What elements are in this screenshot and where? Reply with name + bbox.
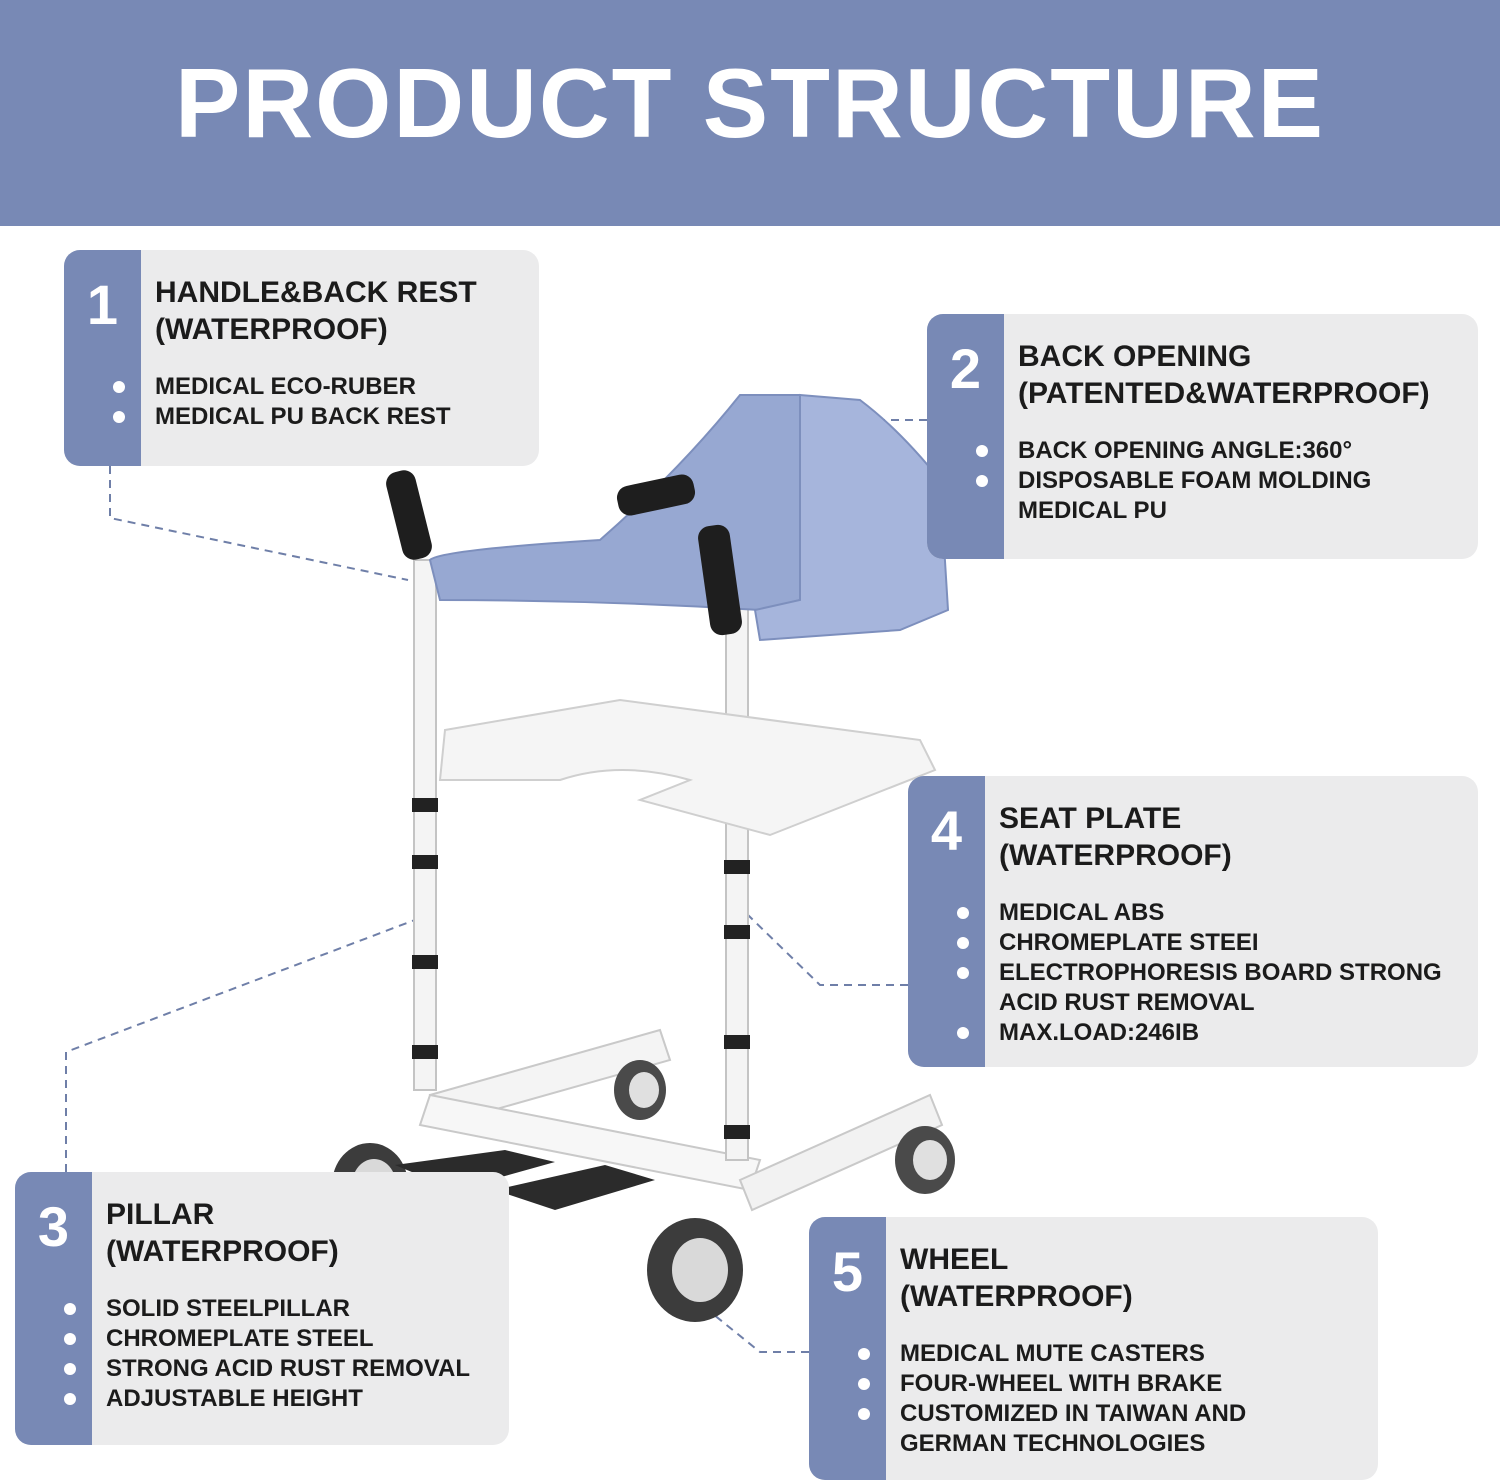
list-item-text: ADJUSTABLE HEIGHT [106,1385,363,1412]
list-item-text: MEDICAL MUTE CASTERS [900,1340,1205,1367]
list-item-text: ELECTROPHORESIS BOARD STRONG [999,959,1442,986]
bullet-icon [64,1393,76,1405]
bullet-icon [64,1363,76,1375]
list-item-text: FOUR-WHEEL WITH BRAKE [900,1370,1223,1397]
bullet-icon [858,1378,870,1390]
card-number: 2 [927,314,1004,559]
list-item: CHROMEPLATE STEEL [56,1324,470,1354]
list-item-text: MEDICAL ABS [999,899,1165,926]
list-item-text: SOLID STEELPILLAR [106,1295,351,1322]
list-item: ELECTROPHORESIS BOARD STRONG [949,958,1442,988]
card-title-line: (WATERPROOF) [106,1235,339,1268]
list-item-text: MAX.LOAD:246IB [999,1019,1200,1046]
list-item-text: CHROMEPLATE STEEI [999,929,1259,956]
list-item-text: MEDICAL PU [1018,497,1167,524]
feature-list: MEDICAL MUTE CASTERS FOUR-WHEEL WITH BRA… [850,1339,1246,1459]
page-title: PRODUCT STRUCTURE [174,47,1326,158]
list-item: ADJUSTABLE HEIGHT [56,1384,470,1414]
list-item-text: MEDICAL ECO-RUBER [155,373,416,400]
list-item: CUSTOMIZED IN TAIWAN AND [850,1399,1246,1429]
card-title: PILLAR (WATERPROOF) [106,1196,470,1270]
card-title-line: BACK OPENING [1018,340,1252,373]
bullet-icon [976,475,988,487]
list-item-text: MEDICAL PU BACK REST [155,403,451,430]
pillars [412,539,750,1161]
card-title-line: (WATERPROOF) [155,313,388,346]
bullet-icon [858,1408,870,1420]
bullet-icon [957,967,969,979]
list-item: MEDICAL ABS [949,898,1442,928]
card-title-line: (WATERPROOF) [900,1280,1133,1313]
list-item: SOLID STEELPILLAR [56,1294,470,1324]
bullet-icon [976,445,988,457]
list-item-continuation: MEDICAL PU [968,496,1430,526]
list-item: STRONG ACID RUST REMOVAL [56,1354,470,1384]
list-item: MAX.LOAD:246IB [949,1018,1442,1048]
list-item-text: BACK OPENING ANGLE:360° [1018,437,1353,464]
bullet-icon [957,1027,969,1039]
list-item: DISPOSABLE FOAM MOLDING [968,466,1430,496]
card-title: HANDLE&BACK REST (WATERPROOF) [155,274,477,348]
feature-list: MEDICAL ECO-RUBER MEDICAL PU BACK REST [105,372,477,432]
list-item-continuation: ACID RUST REMOVAL [949,988,1442,1018]
header-banner: PRODUCT STRUCTURE [0,0,1500,226]
list-item-text: DISPOSABLE FOAM MOLDING [1018,467,1372,494]
list-item-text: CUSTOMIZED IN TAIWAN AND [900,1400,1247,1427]
card-title-line: HANDLE&BACK REST [155,276,477,309]
card-number: 3 [15,1172,92,1445]
list-item: CHROMEPLATE STEEI [949,928,1442,958]
bullet-icon [64,1303,76,1315]
card-title-line: SEAT PLATE [999,802,1182,835]
seat-plate [438,698,937,837]
card-title-line: WHEEL [900,1243,1009,1276]
list-item: FOUR-WHEEL WITH BRAKE [850,1369,1246,1399]
card-number: 4 [908,776,985,1067]
feature-card-pillar: 3 PILLAR (WATERPROOF) SOLID STEELPILLAR … [15,1172,509,1445]
feature-card-back-opening: 2 BACK OPENING (PATENTED&WATERPROOF) BAC… [927,314,1478,559]
feature-card-seat-plate: 4 SEAT PLATE (WATERPROOF) MEDICAL ABS CH… [908,776,1478,1067]
bullet-icon [113,381,125,393]
feature-list: MEDICAL ABS CHROMEPLATE STEEI ELECTROPHO… [949,898,1442,1048]
list-item-text: GERMAN TECHNOLOGIES [900,1430,1206,1457]
card-number: 1 [64,250,141,466]
feature-card-wheel: 5 WHEEL (WATERPROOF) MEDICAL MUTE CASTER… [809,1217,1378,1480]
bullet-icon [113,411,125,423]
feature-list: BACK OPENING ANGLE:360° DISPOSABLE FOAM … [968,436,1430,526]
list-item-text: ACID RUST REMOVAL [999,989,1255,1016]
list-item-text: CHROMEPLATE STEEL [106,1325,374,1352]
card-title-line: PILLAR [106,1198,215,1231]
card-title-line: (WATERPROOF) [999,839,1232,872]
bullet-icon [858,1348,870,1360]
card-title: WHEEL (WATERPROOF) [900,1241,1246,1315]
card-number: 5 [809,1217,886,1480]
bullet-icon [957,937,969,949]
feature-list: SOLID STEELPILLAR CHROMEPLATE STEEL STRO… [56,1294,470,1414]
list-item: MEDICAL PU BACK REST [105,402,477,432]
bullet-icon [957,907,969,919]
list-item: MEDICAL MUTE CASTERS [850,1339,1246,1369]
list-item-text: STRONG ACID RUST REMOVAL [106,1355,470,1382]
bullet-icon [64,1333,76,1345]
feature-card-handle-back-rest: 1 HANDLE&BACK REST (WATERPROOF) MEDICAL … [64,250,539,466]
card-title: BACK OPENING (PATENTED&WATERPROOF) [1018,338,1430,412]
card-title-line: (PATENTED&WATERPROOF) [1018,377,1430,410]
list-item-continuation: GERMAN TECHNOLOGIES [850,1429,1246,1459]
card-title: SEAT PLATE (WATERPROOF) [999,800,1442,874]
list-item: BACK OPENING ANGLE:360° [968,436,1430,466]
list-item: MEDICAL ECO-RUBER [105,372,477,402]
